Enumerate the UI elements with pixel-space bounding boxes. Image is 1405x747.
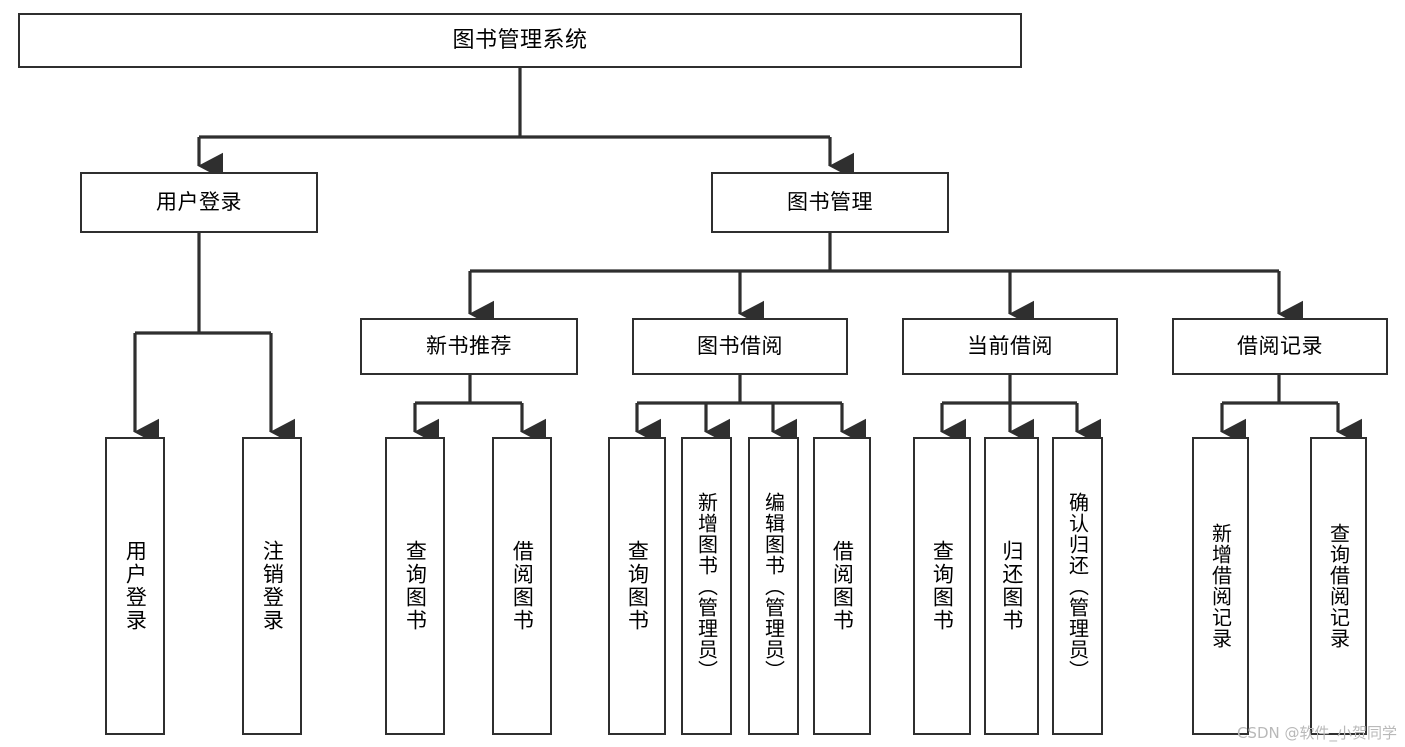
leaf-return-book[interactable]: 归还图书 (984, 437, 1039, 735)
leaf-return-book-label: 归还图书 (999, 540, 1024, 632)
leaf-add-book-label: 新增图书（管理员） (694, 491, 719, 681)
watermark: CSDN @软件_小贺同学 (1236, 724, 1397, 742)
node-current-borrow-label: 当前借阅 (967, 334, 1053, 359)
leaf-user-login-label: 用户登录 (123, 540, 148, 632)
node-borrow-record-label: 借阅记录 (1237, 334, 1323, 359)
leaf-borrow-book-1-label: 借阅图书 (510, 540, 535, 632)
leaf-add-record-label: 新增借阅记录 (1208, 523, 1233, 649)
node-borrow-record[interactable]: 借阅记录 (1172, 318, 1388, 375)
leaf-borrow-book-1[interactable]: 借阅图书 (492, 437, 552, 735)
node-root[interactable]: 图书管理系统 (18, 13, 1022, 68)
leaf-query-book-3[interactable]: 查询图书 (913, 437, 971, 735)
leaf-borrow-book-2-label: 借阅图书 (830, 540, 855, 632)
leaf-edit-book[interactable]: 编辑图书（管理员） (748, 437, 799, 735)
leaf-logout-login-label: 注销登录 (260, 540, 285, 632)
leaf-query-record-label: 查询借阅记录 (1326, 523, 1351, 649)
node-new-book-rec[interactable]: 新书推荐 (360, 318, 578, 375)
leaf-query-book-3-label: 查询图书 (930, 540, 955, 632)
node-user-login-label: 用户登录 (156, 190, 242, 215)
node-user-login[interactable]: 用户登录 (80, 172, 318, 233)
node-book-manage-label: 图书管理 (787, 190, 873, 215)
node-root-label: 图书管理系统 (452, 27, 588, 53)
leaf-add-record[interactable]: 新增借阅记录 (1192, 437, 1249, 735)
leaf-user-login[interactable]: 用户登录 (105, 437, 165, 735)
leaf-query-book-2[interactable]: 查询图书 (608, 437, 666, 735)
leaf-confirm-return-label: 确认归还（管理员） (1065, 491, 1090, 681)
leaf-confirm-return[interactable]: 确认归还（管理员） (1052, 437, 1103, 735)
leaf-query-book-1-label: 查询图书 (403, 540, 428, 632)
leaf-query-record[interactable]: 查询借阅记录 (1310, 437, 1367, 735)
leaf-logout-login[interactable]: 注销登录 (242, 437, 302, 735)
leaf-borrow-book-2[interactable]: 借阅图书 (813, 437, 871, 735)
leaf-add-book[interactable]: 新增图书（管理员） (681, 437, 732, 735)
node-new-book-rec-label: 新书推荐 (426, 334, 512, 359)
node-book-manage[interactable]: 图书管理 (711, 172, 949, 233)
node-book-borrow[interactable]: 图书借阅 (632, 318, 848, 375)
node-current-borrow[interactable]: 当前借阅 (902, 318, 1118, 375)
leaf-query-book-1[interactable]: 查询图书 (385, 437, 445, 735)
leaf-query-book-2-label: 查询图书 (625, 540, 650, 632)
leaf-edit-book-label: 编辑图书（管理员） (761, 491, 786, 681)
node-book-borrow-label: 图书借阅 (697, 334, 783, 359)
